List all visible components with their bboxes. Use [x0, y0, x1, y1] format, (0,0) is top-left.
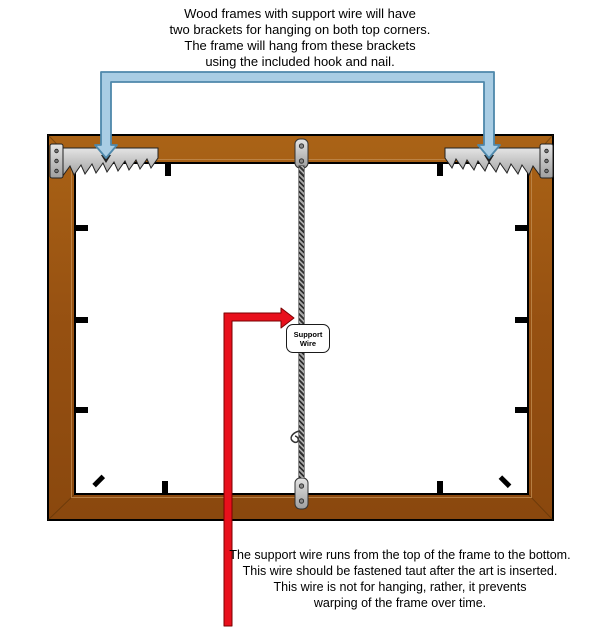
tab-bottom [162, 481, 168, 494]
glazier-tabs [75, 163, 528, 494]
stamped-arrowhead-left [101, 155, 111, 163]
tab-left [75, 225, 88, 231]
screw-icon [298, 498, 305, 504]
tab-bottom [437, 481, 443, 494]
screw-icon [298, 158, 305, 164]
tab-corner [92, 474, 106, 488]
red-callout-arrow [223, 307, 295, 627]
corner-bracket-left [49, 143, 159, 179]
screws-left [54, 148, 59, 174]
wire-kink [290, 430, 300, 444]
wire-plate-top [294, 138, 309, 169]
tab-top [165, 163, 171, 176]
blue-callout-arrow [94, 71, 501, 159]
sawtooth-plate-left [61, 147, 159, 179]
screw-icon [298, 143, 305, 149]
wire-plate-bottom [294, 477, 309, 510]
tab-right [515, 407, 528, 413]
tab-top [437, 163, 443, 176]
hanger-plate [294, 477, 309, 510]
corner-bracket-right [444, 143, 554, 179]
screw-icon [298, 483, 305, 489]
stamped-arrowhead-right [484, 155, 494, 163]
tab-right [515, 317, 528, 323]
top-instruction-text: Wood frames with support wire will have … [169, 6, 431, 69]
support-wire [299, 166, 304, 478]
hanger-plate [294, 138, 309, 169]
tab-right [515, 225, 528, 231]
screws-right [544, 148, 549, 174]
bottom-instruction-text: The support wire runs from the top of th… [229, 548, 571, 610]
tab-left [75, 317, 88, 323]
tab-left [75, 407, 88, 413]
tab-corner [498, 475, 512, 489]
support-wire-label: Support Wire [286, 324, 330, 353]
